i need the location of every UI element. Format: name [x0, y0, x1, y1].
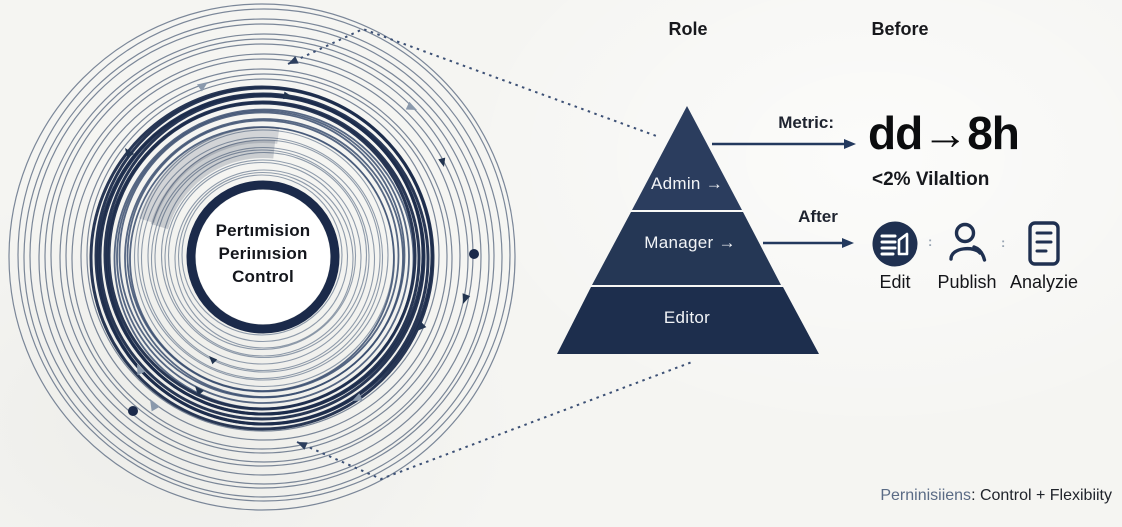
column-header-role: Role	[668, 19, 708, 39]
after-arrow	[763, 238, 854, 248]
ring-arrowheads	[125, 91, 471, 396]
footer-caption: Perninisiiens: Control + Flexibiity	[880, 487, 1112, 505]
permission-rings	[8, 3, 516, 511]
footer-caption-rest: : Control + Flexibiity	[971, 487, 1112, 504]
hub-label-line2: Periınısion	[218, 244, 308, 263]
metric-value: dd→8h	[868, 107, 1020, 159]
metric-label: Metric:	[778, 113, 834, 132]
metric-note: <2% Vilaltion	[872, 169, 990, 190]
tier-label-admin: Admin →	[650, 174, 723, 193]
edit-icon	[872, 221, 918, 267]
ring-arrowheads-gray	[137, 82, 417, 412]
connector-lines	[287, 27, 693, 481]
after-item-label: Edit	[879, 272, 911, 292]
icon-separator: :	[1001, 235, 1006, 250]
node-dot	[469, 249, 479, 259]
node-dot	[128, 406, 138, 416]
hub-label-line3: Control	[232, 267, 294, 286]
after-item-edit: Edit	[859, 220, 931, 293]
publish-icon	[949, 222, 987, 262]
ring-shade-arc	[146, 140, 380, 374]
connector-arrowhead	[297, 442, 308, 450]
pyramid-tier-admin	[632, 106, 742, 210]
hub-label: Pertımision Periınısion Control	[173, 219, 353, 288]
column-header-before: Before	[871, 19, 929, 39]
icon-separator: :	[928, 234, 933, 249]
after-label: After	[798, 207, 838, 226]
after-item-analyze: Analyzie	[1008, 220, 1080, 293]
after-item-label: Analyzie	[1009, 272, 1079, 292]
hub-label-line1: Pertımision	[215, 221, 311, 240]
tier-label-editor: Editor	[663, 308, 711, 327]
connector-arrowhead	[288, 56, 299, 64]
metric-arrow	[712, 139, 856, 149]
hub-ring	[186, 180, 340, 334]
ring-shade-arc	[133, 127, 393, 387]
role-pyramid	[557, 106, 819, 354]
pyramid-tier-editor	[557, 287, 819, 354]
pyramid-tier-manager	[592, 212, 781, 285]
tier-label-manager: Manager →	[644, 233, 736, 252]
analyze-icon	[1028, 221, 1060, 266]
footer-caption-lead: Perninisiiens	[880, 487, 972, 504]
after-item-label: Publish	[937, 272, 997, 292]
hub-circle	[196, 190, 330, 324]
after-item-publish: Publish	[931, 220, 1003, 293]
